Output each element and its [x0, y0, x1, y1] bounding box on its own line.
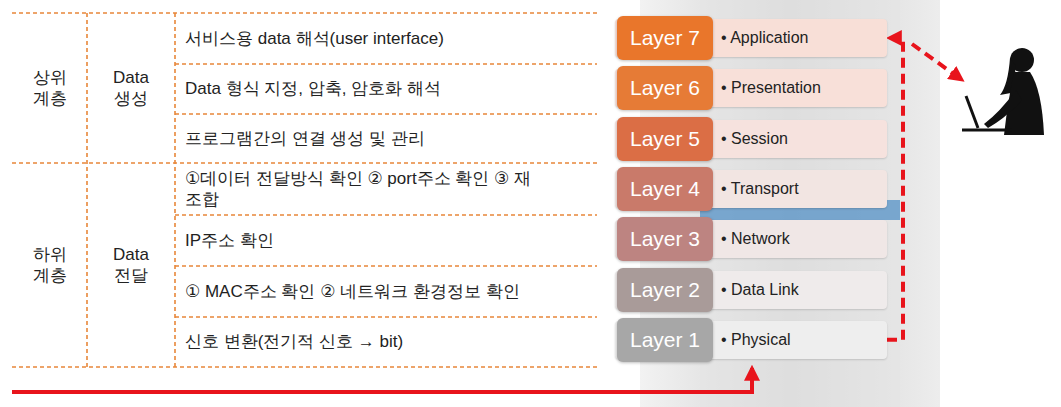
table-text: 상위 계층 [30, 67, 70, 110]
table-cell: Data 형식 지정, 압축, 암호화 해석 [185, 64, 595, 114]
layer-name: • Physical [721, 321, 791, 359]
layer-number: Layer 1 [617, 318, 713, 362]
table-lines [12, 13, 597, 367]
table-cell: Data 생성 [87, 13, 175, 163]
table-cell: ①데이터 전달방식 확인 ② port주소 확인 ③ 재조합 [185, 163, 595, 215]
table-cell: Data 전달 [87, 163, 175, 367]
table-cell: 신호 변환(전기적 신호 → bit) [185, 317, 595, 367]
layer-name: • Session [721, 120, 788, 158]
input-arrow [12, 368, 752, 392]
table-text: 신호 변환(전기적 신호 → bit) [185, 331, 403, 352]
table-text: Data 형식 지정, 압축, 암호화 해석 [185, 78, 441, 99]
layer-band: Layer 2• Data Link [615, 271, 887, 309]
table-text: ①데이터 전달방식 확인 ② port주소 확인 ③ 재조합 [185, 168, 545, 211]
layer-name: • Application [721, 19, 808, 57]
layer-band: Layer 3• Network [615, 220, 887, 258]
layer-name: • Network [721, 220, 790, 258]
table-text: Data 생성 [106, 67, 156, 110]
table-text: Data 전달 [106, 244, 156, 287]
table-cell: 서비스용 data 해석(user interface) [185, 13, 595, 64]
table-text: 서비스용 data 해석(user interface) [185, 28, 444, 49]
table-cell: ① MAC주소 확인 ② 네트워크 환경정보 확인 [185, 266, 595, 317]
table-cell: 하위 계층 [12, 163, 87, 367]
user-figure [962, 48, 1044, 135]
output-arrow [912, 44, 962, 80]
layer-number: Layer 2 [617, 268, 713, 312]
layer-number: Layer 4 [617, 167, 713, 211]
layer-band: Layer 7• Application [615, 19, 887, 57]
layer-number: Layer 6 [617, 66, 713, 110]
table-text: ① MAC주소 확인 ② 네트워크 환경정보 확인 [185, 281, 520, 302]
layer-band: Layer 5• Session [615, 120, 887, 158]
table-cell: 상위 계층 [12, 13, 87, 163]
layer-number: Layer 5 [617, 117, 713, 161]
layer-name: • Data Link [721, 271, 799, 309]
table-cell: 프로그램간의 연결 생성 및 관리 [185, 114, 595, 163]
table-cell: IP주소 확인 [185, 215, 595, 266]
layer-band: Layer 4• Transport [615, 170, 887, 208]
layer-number: Layer 3 [617, 217, 713, 261]
layer-name: • Transport [721, 170, 799, 208]
table-text: 프로그램간의 연결 생성 및 관리 [185, 128, 425, 149]
table-text: 하위 계층 [30, 244, 70, 287]
layer-number: Layer 7 [617, 16, 713, 60]
layer-name: • Presentation [721, 69, 821, 107]
layer-band: Layer 6• Presentation [615, 69, 887, 107]
layer-band: Layer 1• Physical [615, 321, 887, 359]
flow-arrow [887, 38, 903, 340]
table-text: IP주소 확인 [185, 230, 274, 251]
